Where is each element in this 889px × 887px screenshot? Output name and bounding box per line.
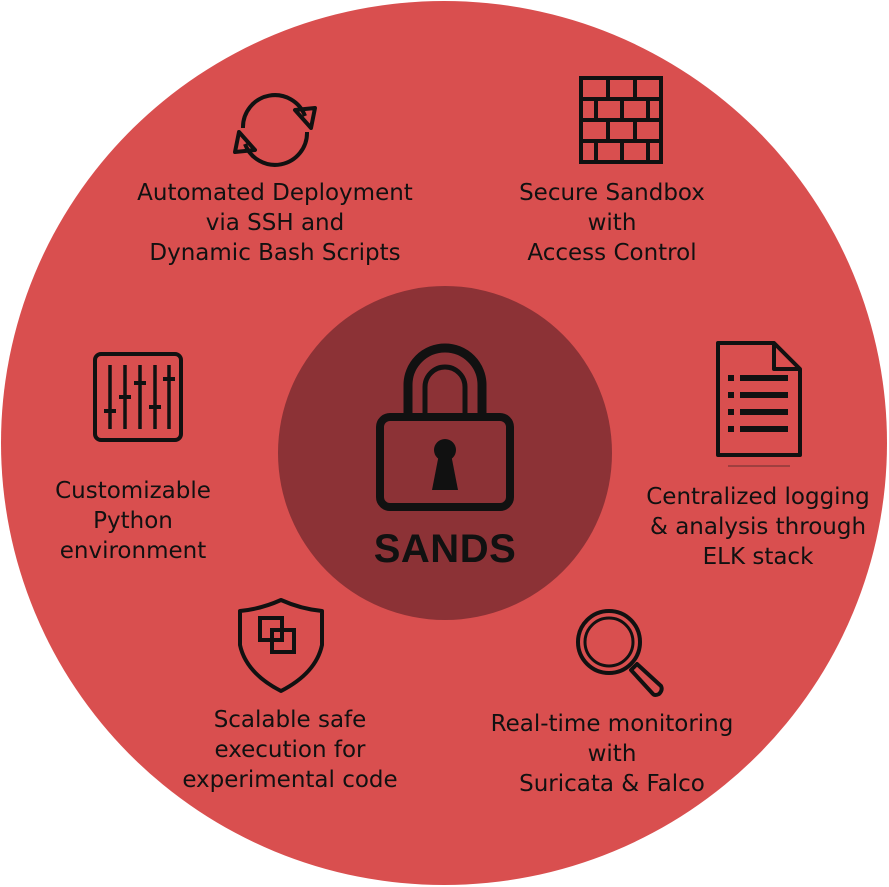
feature-label-monitoring: Real-time monitoring with Suricata & Fal… [490,711,734,797]
feature-label-execution: Scalable safe execution for experimental… [182,707,398,793]
magnifier-icon [573,606,665,698]
feature-label-python: Customizable Python environment [55,478,211,564]
padlock-icon [370,333,520,513]
feature-label-deployment: Automated Deployment via SSH and Dynamic… [137,180,413,266]
refresh-cycle-icon [221,76,329,184]
sliders-icon [92,351,184,443]
document-list-icon [714,339,804,469]
feature-label-sandbox: Secure Sandbox with Access Control [519,180,705,266]
feature-label-logging: Centralized logging & analysis through E… [646,484,870,570]
brick-wall-icon [578,75,664,165]
shield-squares-icon [236,597,326,694]
center-title: SANDS [373,527,517,571]
